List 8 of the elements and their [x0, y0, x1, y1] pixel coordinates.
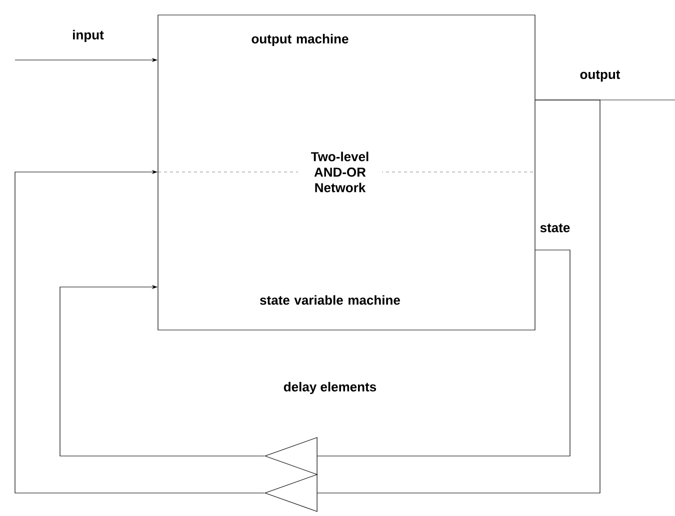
caption-label: delay elements: [284, 382, 376, 394]
connector: [317, 100, 600, 494]
connector: [60, 284, 265, 456]
edge-label: state: [540, 224, 570, 232]
connector: [317, 250, 570, 456]
connector: [14, 170, 265, 494]
edge-label: input: [73, 30, 104, 42]
edge-label: output: [580, 70, 620, 82]
